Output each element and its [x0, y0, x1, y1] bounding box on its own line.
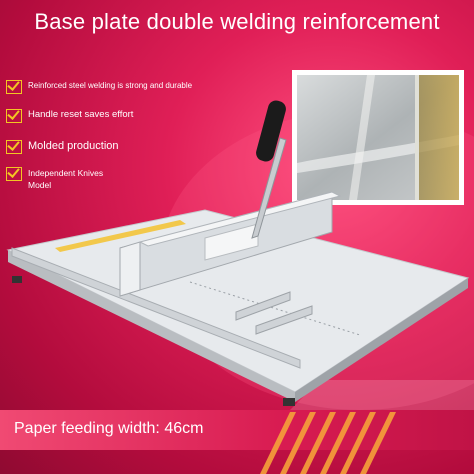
- feature-text: Independent Knives Model: [28, 168, 104, 190]
- feature-item-welding: Reinforced steel welding is strong and d…: [6, 80, 192, 94]
- bottom-banner: [0, 410, 474, 450]
- feature-item-knives: Independent Knives Model: [6, 167, 103, 191]
- feature-item-handle: Handle reset saves effort: [6, 109, 133, 123]
- checkbox-icon: [6, 80, 22, 94]
- feature-text: Molded production: [28, 140, 119, 152]
- feature-text: Handle reset saves effort: [28, 109, 134, 120]
- feature-text: Reinforced steel welding is strong and d…: [28, 81, 193, 90]
- banner-stripes: [260, 412, 396, 474]
- checkbox-icon: [6, 167, 22, 181]
- feature-item-molded: Molded production: [6, 140, 119, 154]
- poster-title: Base plate double welding reinforcement: [34, 9, 440, 34]
- checkbox-icon: [6, 140, 22, 154]
- weld-closeup-photo: [292, 70, 464, 205]
- brushed-metal-texture: [297, 75, 459, 200]
- paper-feeding-width: Paper feeding width: 46cm: [14, 420, 204, 437]
- checkbox-icon: [6, 109, 22, 123]
